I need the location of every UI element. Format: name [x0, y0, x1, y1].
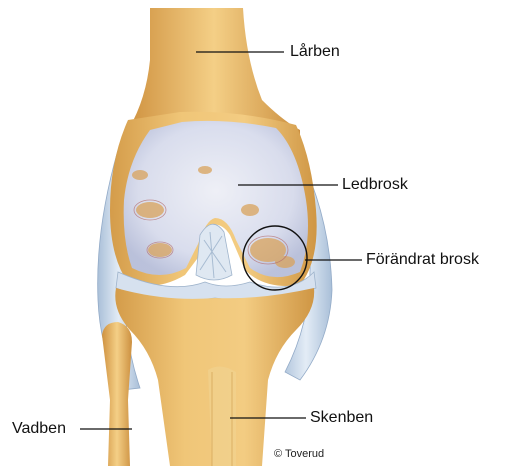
label-cartilage: Ledbrosk [342, 176, 408, 194]
label-fibula: Vadben [12, 420, 66, 438]
label-tibia: Skenben [310, 409, 373, 427]
fibula [102, 322, 132, 466]
label-femur: Lårben [290, 43, 340, 61]
label-changed-cartilage: Förändrat brosk [366, 251, 479, 269]
credit: © Toverud [274, 448, 324, 460]
cruciate-ligaments [196, 224, 232, 280]
